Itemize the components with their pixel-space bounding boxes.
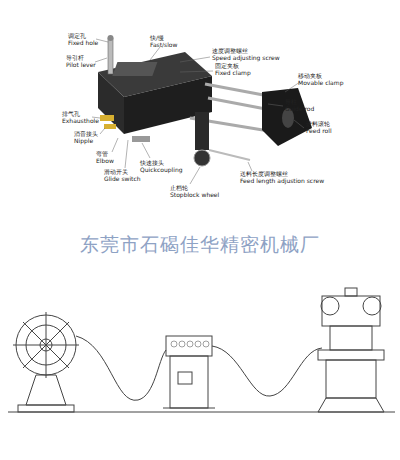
- part-name-en: Elbow: [96, 157, 114, 164]
- stopblock: [195, 112, 209, 150]
- part-name-cn: 移动夹板: [298, 72, 322, 79]
- fitting: [100, 115, 114, 121]
- stopblock-wheel: [194, 150, 210, 166]
- part-name-cn: 止档轮: [170, 184, 188, 191]
- part-name-en: Fixed clamp: [215, 69, 251, 76]
- part-name-en: Glide switch: [104, 175, 141, 182]
- lever-knob: [108, 35, 114, 41]
- movable-clamp: [262, 88, 312, 146]
- part-name-en: Quickcoupling: [140, 166, 183, 173]
- part-name-cn: 固定夹板: [215, 62, 239, 69]
- part-name-cn: 排气孔: [62, 110, 80, 117]
- part-name-en: Fixed hole: [68, 39, 98, 46]
- part-name-cn: 快/慢: [150, 34, 164, 41]
- part-name-cn: 导柱: [285, 98, 297, 105]
- leader-lines: [92, 39, 304, 184]
- feeder-front: [98, 72, 124, 134]
- part-name-cn: 速度调整螺丝: [212, 47, 248, 54]
- part-name-en: Speed adjusting screw: [212, 54, 280, 61]
- part-name-cn: 调定孔: [68, 32, 86, 39]
- part-name-cn: 弯管: [96, 150, 108, 157]
- watermark: 东莞市石碣佳华精密机械厂: [80, 232, 320, 258]
- part-name-en: Guide rod: [285, 105, 314, 112]
- part-name-cn: 导引杆: [66, 54, 84, 61]
- part-name-en: Nipple: [74, 137, 93, 144]
- part-name-cn: 滑动开关: [104, 168, 128, 175]
- part-name-cn: 消音接头: [74, 130, 98, 137]
- part-name-cn: 快速接头: [140, 159, 164, 166]
- part-name-cn: 进料滚轮: [306, 120, 330, 127]
- production-line: [8, 288, 395, 412]
- part-name-cn: 送料长度调整螺丝: [240, 170, 288, 177]
- part-name-en: Stopblock wheel: [170, 191, 219, 198]
- fixed-clamp: [112, 62, 157, 76]
- part-name-en: Feed length adjustion screw: [240, 177, 324, 184]
- part-name-en: Movable clamp: [298, 79, 343, 86]
- pilot-lever: [108, 38, 113, 74]
- part-name-en: Exhausthole: [62, 117, 99, 124]
- fitting: [104, 124, 116, 129]
- part-name-en: Fast/slow: [150, 41, 177, 48]
- part-name-en: Pilot lever: [66, 61, 96, 68]
- part-name-en: Feed roll: [306, 127, 332, 134]
- quick-coupling: [132, 136, 150, 142]
- adjust-screw: [209, 150, 250, 160]
